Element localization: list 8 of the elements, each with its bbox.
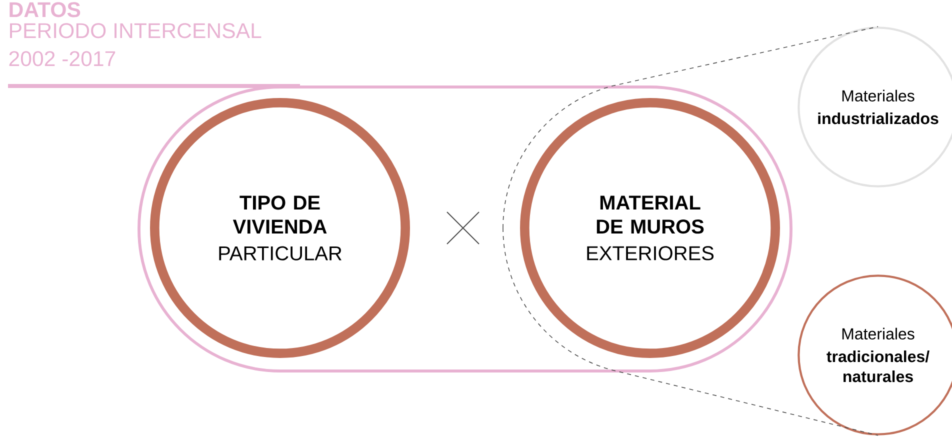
subheading: PERIODO INTERCENSAL — [10, 23, 262, 38]
heading: DATOS — [10, 2, 80, 18]
ring: MATERIAL DE MUROS EXTERIORES — [520, 98, 780, 358]
subheading: 2002 -2017 — [9, 51, 116, 66]
dashed-line — [502, 26, 878, 228]
dashed-line — [502, 228, 878, 436]
ring: TIPO DE VIVIENDA PARTICULAR — [150, 98, 410, 358]
pill-outline — [138, 86, 792, 372]
